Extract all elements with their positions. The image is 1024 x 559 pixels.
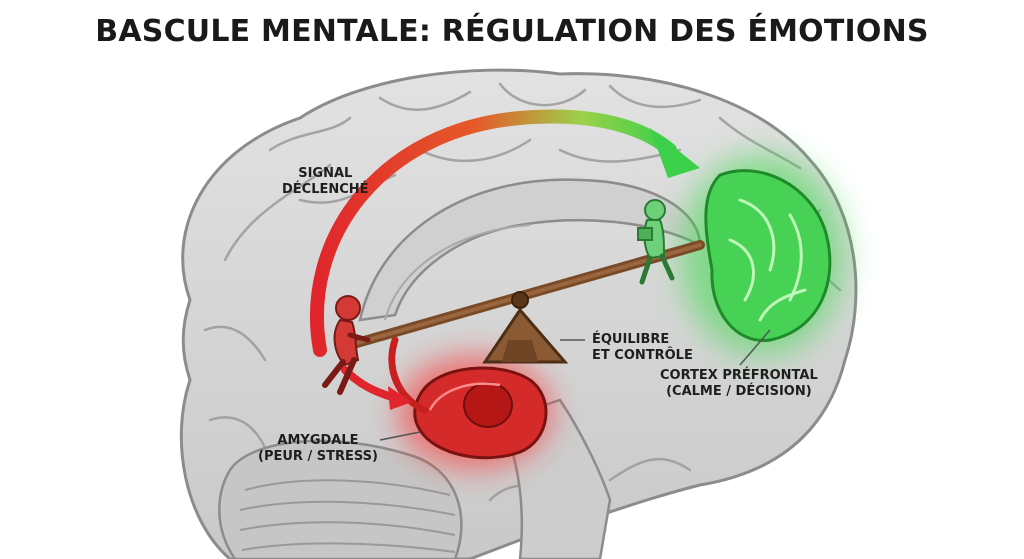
label-amygdala: AMYGDALE (PEUR / STRESS) [258, 433, 378, 465]
label-amygdala-line2: (PEUR / STRESS) [258, 449, 378, 464]
label-amygdala-line1: AMYGDALE [277, 433, 359, 448]
callosum-inner [384, 224, 531, 321]
label-balance-line2: ET CONTRÔLE [592, 348, 693, 363]
calm-figure [637, 199, 675, 285]
diagram-title: BASCULE MENTALE: RÉGULATION DES ÉMOTIONS [95, 14, 929, 49]
stressed-figure [322, 295, 371, 395]
label-balance: ÉQUILIBRE ET CONTRÔLE [592, 332, 693, 364]
label-signal: SIGNAL DÉCLENCHÉ [282, 166, 369, 198]
cerebellum [218, 439, 463, 559]
seesaw [345, 240, 705, 364]
label-cortex-line2: (CALME / DÉCISION) [666, 384, 812, 399]
label-signal-line1: SIGNAL [298, 166, 353, 181]
prefrontal-cortex [680, 155, 844, 355]
label-cortex: CORTEX PRÉFRONTAL (CALME / DÉCISION) [660, 368, 818, 400]
amygdala [388, 336, 553, 470]
label-balance-line1: ÉQUILIBRE [592, 332, 670, 347]
leader-lines [379, 329, 771, 441]
label-cortex-line1: CORTEX PRÉFRONTAL [660, 368, 818, 383]
signal-arrow [309, 109, 700, 357]
label-signal-line2: DÉCLENCHÉ [282, 182, 369, 197]
